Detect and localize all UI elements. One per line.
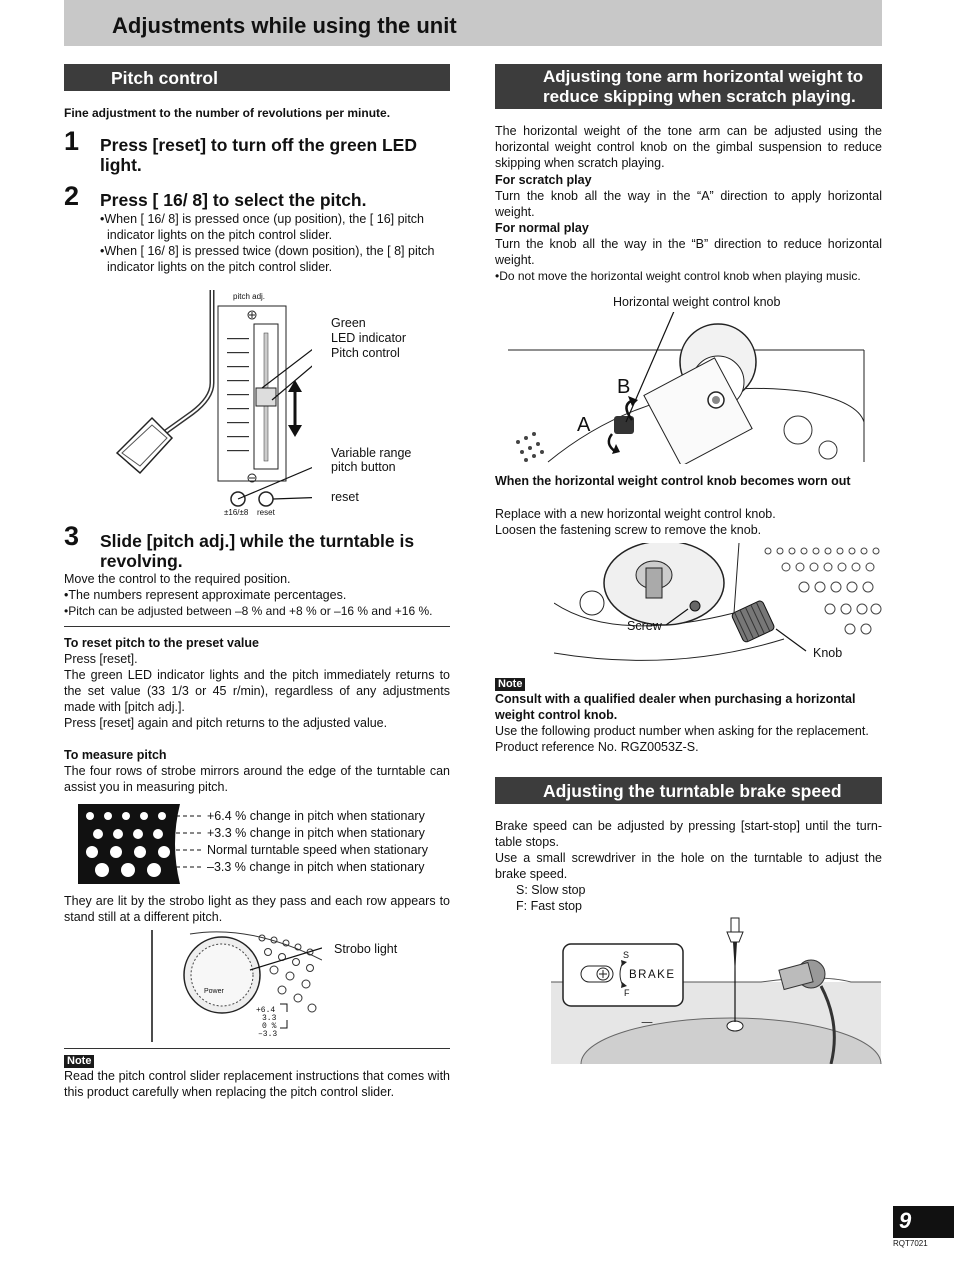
step-3-number: 3 (64, 521, 80, 551)
document-code: RQT7021 (893, 1239, 928, 1248)
scratch-heading: For scratch play (495, 173, 592, 187)
label-led-indicator: LED indicator (331, 331, 407, 345)
brake-label: BRAKE (629, 969, 676, 981)
strobe-row-3: Normal turntable speed when stationary (207, 843, 428, 857)
step-1-text: Press [reset] to turn off the green LED … (100, 135, 417, 175)
tonearm-note-p1: Use the following product number when as… (495, 724, 869, 738)
tonearm-heading: Adjusting tone arm horizontal weight to … (543, 67, 864, 106)
label-pitch-button: pitch button (331, 460, 396, 474)
pitch-note-text: Read the pitch control slider replacemen… (64, 1069, 450, 1099)
brake-p1: Brake speed can be adjusted by pressing … (495, 819, 882, 849)
label-b: B (617, 376, 631, 398)
page-number: 9 (899, 1208, 912, 1233)
pitch-button-label: ±16/±8 (224, 508, 249, 517)
strobe-row-4: –3.3 % change in pitch when stationary (207, 860, 425, 874)
step-1-number: 1 (64, 126, 80, 156)
page-title: Adjustments while using the unit (112, 13, 457, 38)
reset-p3: Press [reset] again and pitch returns to… (64, 716, 388, 730)
strobe-row-1: +6.4 % change in pitch when stationary (207, 809, 425, 823)
pitch-control-heading: Pitch control (111, 68, 218, 88)
step-2-text: Press [ 16/ 8] to select the pitch. (100, 190, 367, 210)
horizontal-weight-knob-label: Horizontal weight control knob (613, 295, 781, 309)
measure-heading: To measure pitch (64, 748, 167, 762)
tonearm-note-p2: Product reference No. RGZ0053Z-S. (495, 740, 699, 754)
tonearm-p1: The horizontal weight of the tone arm ca… (495, 124, 882, 170)
tonearm-note-bold: Consult with a qualified dealer when pur… (495, 692, 856, 722)
reset-button-label: reset (257, 508, 275, 517)
brake-diagram: — (551, 917, 882, 1064)
worn-heading: When the horizontal weight control knob … (495, 474, 851, 488)
label-screw: Screw (627, 619, 662, 633)
brake-slow: S: Slow stop (516, 883, 586, 897)
label-reset: reset (331, 490, 359, 504)
knob-replacement-diagram (554, 543, 882, 661)
step-2-bullet-2: •When [ 16/ 8] is pressed twice (down po… (100, 244, 435, 274)
brake-fast: F: Fast stop (516, 899, 582, 913)
strobo-tick-1: +6.4 (256, 1006, 276, 1015)
brake-f-mark: F (624, 988, 630, 998)
reset-p1: Press [reset]. (64, 652, 138, 666)
scratch-text: Turn the knob all the way in the “A” dir… (495, 189, 882, 219)
brake-s-mark: S (623, 950, 630, 960)
strobo-light-diagram (150, 930, 322, 1042)
label-knob: Knob (813, 646, 843, 660)
brake-heading-bar: Adjusting the turntable brake speed (495, 777, 882, 804)
worn-p1: Replace with a new horizontal weight con… (495, 507, 776, 521)
reset-heading: To reset pitch to the preset value (64, 636, 259, 650)
page-number-box: 9 (893, 1206, 954, 1238)
divider (64, 626, 450, 627)
svg-text:—: — (641, 1015, 653, 1029)
note-badge: Note (495, 678, 526, 691)
tonearm-bullet: •Do not move the horizontal weight contr… (495, 269, 861, 283)
strobo-tick-2: 3.3 (262, 1014, 277, 1023)
pitch-control-heading-bar: Pitch control (64, 64, 450, 91)
strobe-dots-diagram (78, 804, 204, 884)
step-3-text: Slide [pitch adj.] while the turntable i… (100, 531, 415, 571)
pitch-adj-label: pitch adj. (233, 292, 266, 301)
step-3-desc: Move the control to the required positio… (64, 572, 291, 586)
tonearm-heading-bar: Adjusting tone arm horizontal weight to … (495, 64, 882, 109)
label-variable-range: Variable range (331, 446, 412, 460)
brake-heading: Adjusting the turntable brake speed (543, 781, 842, 801)
label-green: Green (331, 316, 366, 330)
step-2-number: 2 (64, 181, 80, 211)
strobo-tick-4: –3.3 (258, 1030, 278, 1039)
worn-p2: Loosen the fastening screw to remove the… (495, 523, 762, 537)
strobo-tick-3: 0 % (262, 1022, 277, 1031)
brake-p2: Use a small screwdriver in the hole on t… (495, 851, 882, 881)
strobo-light-label: Strobo light (334, 942, 398, 956)
header-bar: Adjustments while using the unit (64, 0, 882, 46)
pitch-intro: Fine adjustment to the number of revolut… (64, 106, 391, 120)
normal-heading: For normal play (495, 221, 589, 235)
label-a: A (577, 414, 591, 436)
measure-p2: They are lit by the strobo light as they… (64, 894, 450, 924)
step-3-bullet-2: •Pitch can be adjusted between –8 % and … (64, 604, 433, 618)
label-pitch-control: Pitch control (331, 346, 400, 360)
reset-p2: The green LED indicator lights and the p… (64, 668, 450, 714)
step-3-bullet-1: •The numbers represent approximate perce… (64, 588, 347, 602)
step-2-bullet-1: •When [ 16/ 8] is pressed once (up posit… (100, 212, 424, 242)
pitch-slider-diagram (115, 290, 312, 507)
strobo-power-label: Power (204, 988, 224, 995)
divider (64, 1048, 450, 1049)
strobe-row-2: +3.3 % change in pitch when stationary (207, 826, 425, 840)
note-badge: Note (64, 1055, 95, 1068)
tonearm-diagram (508, 312, 865, 464)
measure-p1: The four rows of strobe mirrors around t… (64, 764, 450, 794)
normal-text: Turn the knob all the way in the “B” dir… (495, 237, 882, 267)
